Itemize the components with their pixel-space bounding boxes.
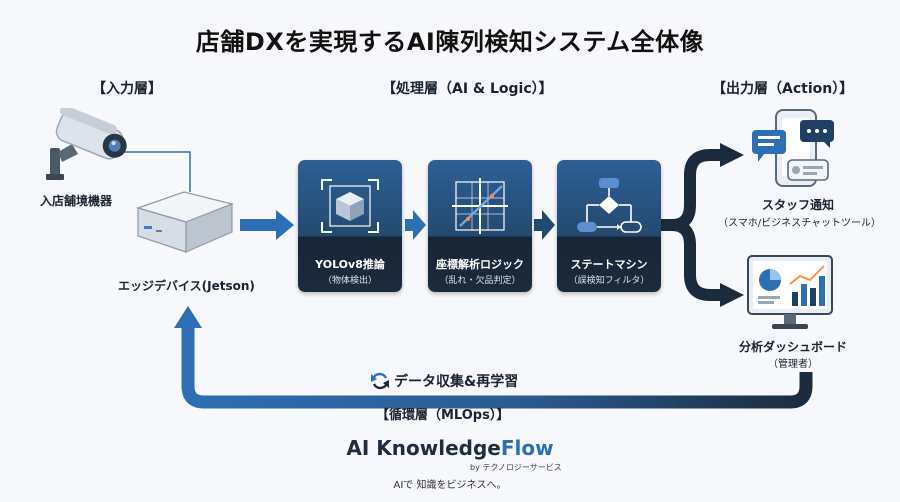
page-title: 店舗DXを実現するAI陳列検知システム全体像 [195, 28, 705, 56]
process-tile-logic: 座標解析ロジック （乱れ・欠品判定） [428, 160, 532, 292]
cube-detect-icon [321, 179, 379, 233]
process-sub-logic: （乱れ・欠品判定） [439, 276, 521, 286]
brand-tagline: AIで 知識をビジネスへ。 [393, 480, 507, 491]
dashboard-sub: （管理者） [768, 359, 818, 370]
loop-layer-heading: 【循環層（MLOps）】 [376, 408, 510, 423]
process-tile-yolo: YOLOv8推論 （物体検出） [298, 160, 402, 292]
camera-label: 入店舗境機器 [40, 194, 113, 208]
output-layer-heading: 【出力層（Action）】 [712, 81, 854, 97]
coordinate-graph-icon [452, 178, 508, 234]
notify-title: スタッフ通知 [761, 198, 834, 212]
loop-label: データ収集&再学習 [394, 374, 519, 390]
input-layer-heading: 【入力層】 [92, 81, 162, 97]
brand-name-b: Flow [500, 436, 554, 460]
process-sub-yolo: （物体検出） [322, 276, 377, 286]
arrow-yolo-to-logic [405, 210, 426, 240]
arrow-fork-to-outputs [660, 149, 722, 301]
process-sub-state: （誤検知フィルタ） [568, 276, 650, 286]
brand-by: by テクノロジーサービス [470, 463, 562, 472]
edge-device-icon [136, 191, 234, 253]
brand-logo: AI KnowledgeFlow [0, 436, 900, 460]
camera-icon [46, 108, 127, 180]
refresh-icon [371, 372, 389, 390]
dashboard-title: 分析ダッシュボード [738, 340, 847, 354]
process-layer-heading: 【処理層（AI & Logic）】 [382, 81, 553, 97]
process-title-state: ステートマシン [570, 258, 648, 271]
process-title-logic: 座標解析ロジック [436, 258, 524, 271]
phone-chat-icon [752, 109, 834, 187]
notify-sub: （スマホ/ビジネスチャットツール） [718, 218, 881, 229]
brand-name-a: AI Knowledge [346, 436, 501, 460]
process-title-yolo: YOLOv8推論 [315, 258, 385, 271]
arrow-logic-to-state [534, 210, 555, 240]
process-tile-state: ステートマシン （誤検知フィルタ） [557, 160, 661, 292]
dashboard-monitor-icon [747, 255, 833, 329]
feedback-loop-arrow [174, 306, 813, 409]
state-flow-icon [577, 178, 642, 233]
arrow-edge-to-yolo [240, 210, 294, 240]
edge-device-label: エッジデバイス(Jetson) [118, 279, 255, 293]
camera-connector-line [118, 151, 191, 192]
